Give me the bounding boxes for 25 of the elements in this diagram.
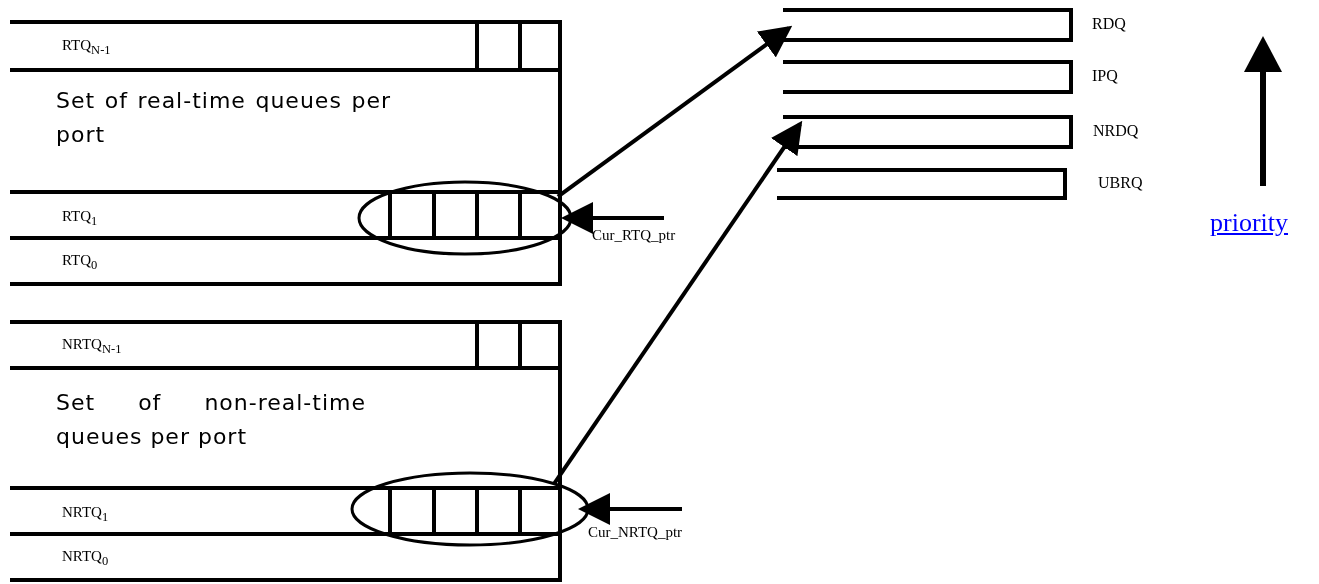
queue-row: [10, 486, 558, 536]
queue-name: RTQ$_{1}$: [62, 208, 98, 229]
queue-set-description: Set of real-time queues per port: [56, 87, 391, 149]
axis-label: priority: [1210, 208, 1288, 238]
queue-row: [10, 324, 558, 370]
pointer-name: Cur_NRTQ_ptr: [588, 524, 683, 541]
queue-name: NRTQ$_{N-1}$: [62, 336, 122, 357]
queue-name: NRTQ$_{0}$: [62, 548, 109, 569]
queue-name: UBRQ: [1098, 174, 1143, 192]
queue-set-box: [10, 20, 562, 286]
arrow: [556, 25, 793, 199]
queue-name: RTQ$_{N-1}$: [62, 37, 111, 58]
arrow: [578, 493, 682, 525]
queue-row: [10, 24, 558, 72]
queue-set-description: Set of non-real-time queues per port: [56, 389, 366, 451]
pointer-name: Cur_RTQ_ptr: [592, 227, 676, 244]
queue-name: NRTQ$_{1}$: [62, 504, 109, 525]
arrow: [561, 202, 664, 234]
queue-name: RDQ: [1092, 15, 1126, 33]
queue-set-box: [10, 320, 562, 582]
arrow: [552, 120, 803, 486]
queue-name: RTQ$_{0}$: [62, 252, 98, 273]
queue-name: NRDQ: [1093, 122, 1139, 140]
queue-name: IPQ: [1092, 67, 1118, 85]
queue-row: [10, 190, 558, 240]
